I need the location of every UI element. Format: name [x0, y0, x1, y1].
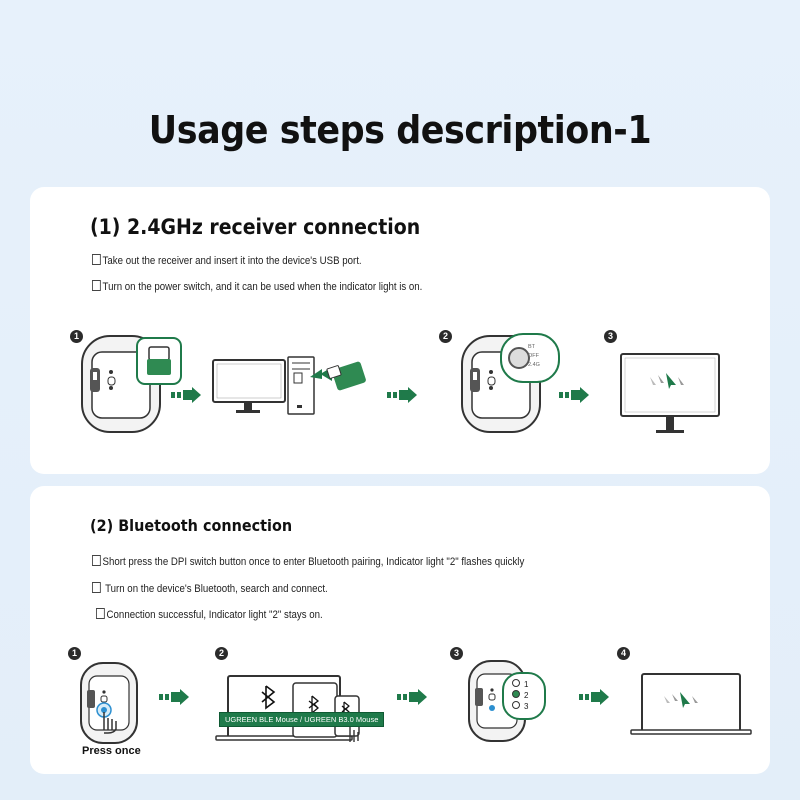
switch-knob-icon	[508, 347, 530, 369]
mouse-icon	[81, 335, 161, 433]
mouse-icon	[80, 662, 138, 744]
step-number: 3	[604, 330, 617, 343]
monitor-icon	[620, 353, 720, 433]
bullet-icon	[96, 608, 105, 619]
step-number: 1	[70, 330, 83, 343]
step-number: 2	[439, 330, 452, 343]
indicator-light-icon	[512, 701, 520, 709]
arrow-right-icon	[387, 387, 417, 403]
bluetooth-device-label: UGREEN BLE Mouse / UGREEN B3.0 Mouse	[219, 712, 385, 727]
bullet-icon	[92, 555, 101, 566]
arrow-right-icon	[159, 689, 189, 705]
instruction-2: Turn on the power switch, and it can be …	[92, 280, 422, 293]
step-number: 4	[617, 647, 630, 660]
indicator-callout: 1 2 3	[502, 672, 546, 720]
instruction-1: Short press the DPI switch button once t…	[92, 555, 524, 568]
section-bluetooth-card: (2) Bluetooth connection Short press the…	[30, 486, 770, 774]
switch-label: 2.4G	[528, 362, 540, 368]
instruction-1: Take out the receiver and insert it into…	[92, 254, 362, 267]
bullet-icon	[92, 582, 101, 593]
indicator-label: 1	[524, 680, 529, 689]
switch-label: OFF	[528, 353, 539, 359]
step-number: 1	[68, 647, 81, 660]
instruction-3: Connection successful, Indicator light "…	[96, 608, 323, 621]
hand-pointer-icon	[96, 702, 117, 734]
indicator-light-icon	[512, 679, 520, 687]
section-title-2-4ghz: (1) 2.4GHz receiver connection	[90, 215, 421, 239]
bullet-icon	[92, 280, 101, 291]
switch-label: BT	[528, 344, 536, 350]
arrow-right-icon	[397, 689, 427, 705]
page-title: Usage steps description-1	[148, 108, 652, 152]
bullet-icon	[92, 254, 101, 265]
indicator-label: 3	[524, 702, 529, 711]
power-switch-callout: BT OFF 2.4G	[500, 333, 560, 383]
step-number: 3	[450, 647, 463, 660]
usb-receiver-icon	[136, 337, 182, 385]
press-once-caption: Press once	[82, 745, 141, 757]
step-number: 2	[215, 647, 228, 660]
desktop-computer-icon	[212, 356, 366, 415]
indicator-label: 2	[524, 691, 529, 700]
arrow-right-icon	[579, 689, 609, 705]
indicator-light-icon	[512, 690, 520, 698]
arrow-right-icon	[559, 387, 589, 403]
section-2-4ghz-card: (1) 2.4GHz receiver connection Take out …	[30, 187, 770, 474]
section-title-bluetooth: (2) Bluetooth connection	[90, 516, 293, 535]
arrow-right-icon	[171, 387, 201, 403]
instruction-2: Turn on the device's Bluetooth, search a…	[92, 582, 328, 595]
laptop-icon	[630, 673, 752, 735]
